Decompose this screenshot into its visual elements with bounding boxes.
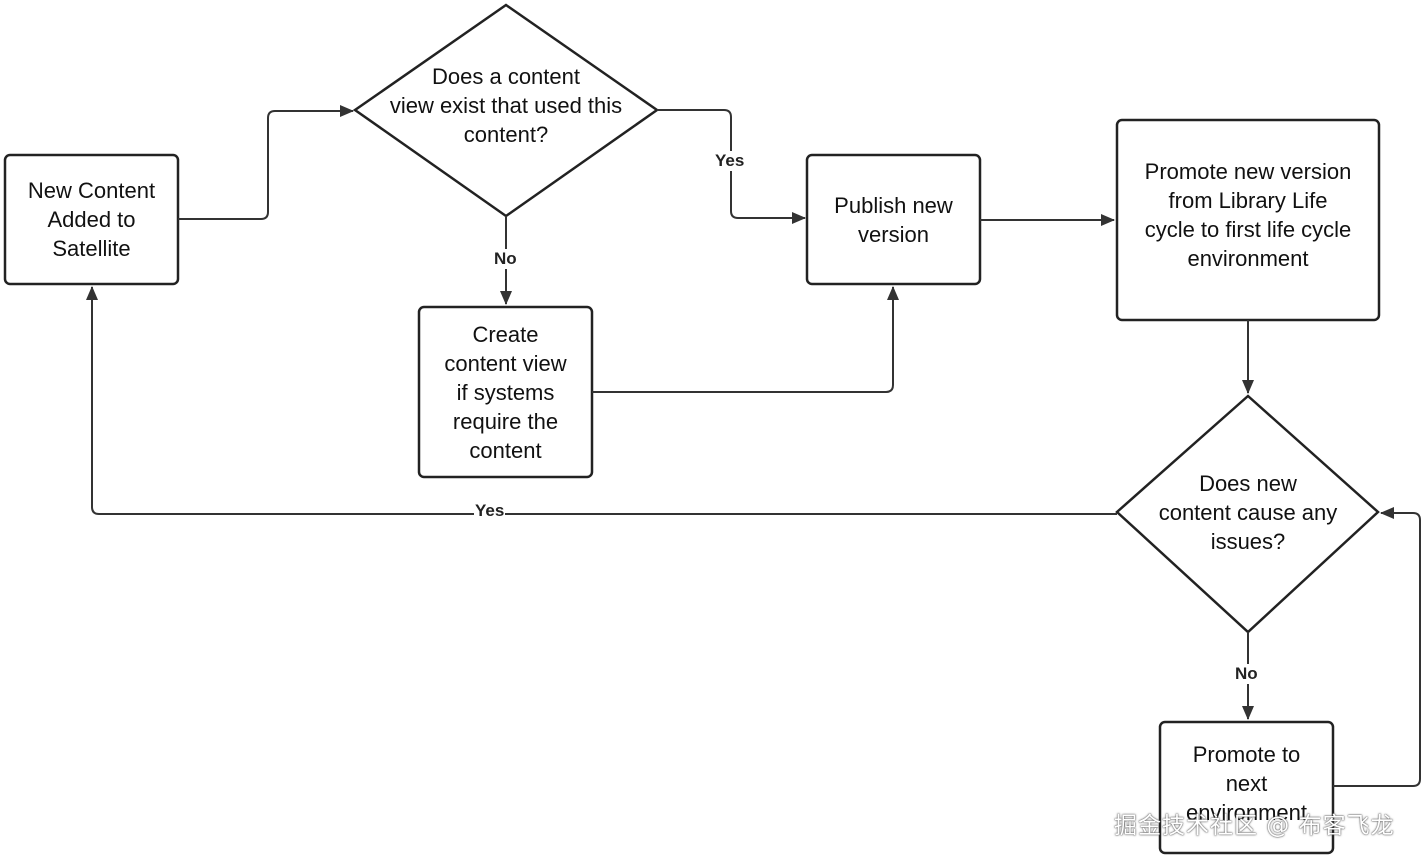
yes-label-publish: Yes: [714, 151, 746, 171]
promote-first-env-label: Promote new version from Library Life cy…: [1144, 159, 1352, 271]
publish-version-label: Publish new version: [834, 192, 953, 247]
new-content-label: New Content Added to Satellite: [27, 178, 156, 261]
watermark-text: 掘金技术社区 @ 布客飞龙: [1114, 813, 1395, 839]
issues-label: Does new content cause any issues?: [1158, 470, 1338, 554]
yes-label-back: Yes: [474, 501, 506, 521]
create-content-view-label: Create content view if systems require t…: [444, 321, 567, 463]
edge-new-content-to-decision: [178, 105, 354, 220]
no-label-promote: No: [1234, 664, 1259, 684]
content-view-exists-label: Does a content view exist that used this…: [389, 63, 623, 147]
no-label-create: No: [493, 249, 518, 269]
edge-issues-yes-to-new-content: [86, 286, 1117, 515]
edge-create-to-publish: [592, 286, 899, 393]
promote-next-label: Promote to next environment: [1185, 742, 1308, 825]
promote-next-env-box: [1158, 720, 1335, 855]
edge-promote-next-loop-back: [1333, 507, 1421, 787]
